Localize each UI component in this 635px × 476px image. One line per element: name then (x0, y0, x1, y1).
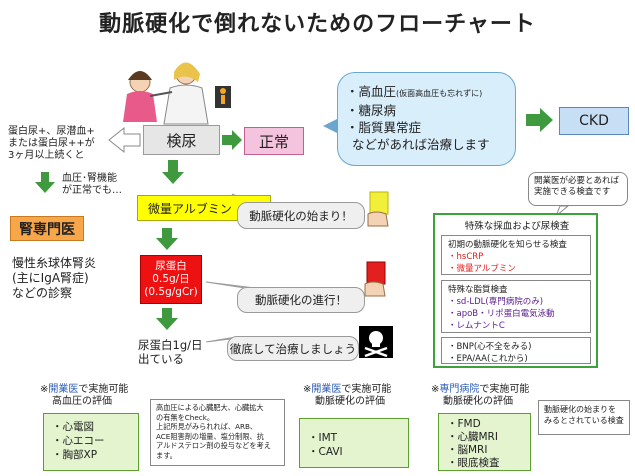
func-line-1: 血圧･腎機能 (62, 173, 117, 184)
doctor-patient-illustration (123, 62, 231, 126)
severe-proteinuria: 尿蛋白1g/日 出ている (138, 338, 203, 366)
note-line: ます。 (156, 450, 177, 460)
test-item: ・心エコー (52, 435, 105, 447)
func-line-2: が正常でも… (62, 185, 122, 196)
test-item: ・hsCRP (448, 252, 484, 262)
lipid-tests-box: 特殊な脂質検査 ・sd-LDL(専門病院のみ) ・apoB・リポ蛋白電気泳動 ・… (441, 280, 591, 333)
normal-function-note: 血圧･腎機能 が正常でも… (62, 173, 122, 197)
severe-line-2: 出ている (138, 352, 184, 366)
hdr-mark: ※ (303, 384, 312, 395)
yellow-card-icon (367, 191, 389, 227)
test-item: ・apoB・リポ蛋白電気泳動 (448, 309, 555, 319)
arterio-hospital-tests: ・FMD ・心臓MRI ・脳MRI ・眼底検査 (438, 413, 531, 471)
bubble-line-1: ・高血圧 (346, 84, 397, 99)
bubble-line-4: などがあれば治療します (352, 137, 490, 152)
hypertension-note: 高血圧による心臓肥大、心臓拡大 の有無をCheck。 上記所見がみられれば、AR… (150, 399, 285, 466)
section-hypertension-header: ※開業医で実施可能 高血圧の評価 (40, 384, 128, 408)
criteria-line-1: 蛋白尿+、尿潜血+ (8, 126, 95, 137)
section-arterio-hospital-header: ※専門病院で実施可能 動脈硬化の評価 (431, 384, 529, 408)
callout-progress: 動脈硬化の進行！ (237, 287, 365, 313)
other-tests-box: ・BNP(心不全をみる) ・EPA/AA(これから) (441, 337, 591, 364)
hdr-eval: 動脈硬化の評価 (443, 396, 513, 407)
test-item: ・眼底検査 (447, 457, 500, 469)
hdr-available: で実施可能 (341, 384, 392, 395)
note-line: ACE阻害剤の増量、塩分制限、抗 (156, 431, 264, 441)
note-line-2: 実施できる検査です (534, 187, 611, 197)
hdr-mark: ※ (431, 384, 440, 395)
page-title: 動脈硬化で倒れないためのフローチャート (99, 12, 536, 37)
test-item: ・胸部XP (52, 449, 98, 461)
protein-line-2: 0.5g/日 (152, 273, 190, 285)
section-arterio-clinic-header: ※開業医で実施可能 動脈硬化の評価 (303, 384, 391, 408)
hdr-mark: ※ (40, 384, 49, 395)
note-line: アルドステロン剤の投与などを考え (156, 441, 271, 450)
note-line: の有無をCheck。 (156, 412, 215, 422)
note-line-1: 開業医が必要とあれば (534, 176, 620, 186)
test-item: ・IMT (308, 432, 338, 444)
criteria-line-3: 3ヶ月以上続くと (8, 150, 85, 161)
arterio-clinic-tests: ・IMT ・CAVI (299, 418, 409, 468)
note-line: 上記所見がみられれば、ARB、 (156, 422, 258, 431)
hdr-available: で実施可能 (78, 384, 129, 395)
hdr-available: で実施可能 (479, 384, 530, 395)
test-item: ・心電図 (52, 421, 94, 433)
diag-line-1: 慢性糸球体腎炎 (12, 256, 97, 270)
hospital-test-note: 動脈硬化の始まりを みるとされている検査 (538, 400, 630, 435)
hdr-facility: 開業医 (311, 384, 342, 395)
ckd-box: CKD (559, 107, 629, 135)
note-line: 高血圧による心臓肥大、心臓拡大 (156, 403, 264, 412)
protein-line-1: 尿蛋白 (155, 260, 187, 272)
bubble-tail (323, 118, 339, 134)
protein-line-3: (0.5g/gCr) (144, 286, 198, 298)
callout-treat: 徹底して治療しましょう (227, 336, 359, 361)
urinalysis-box: 検尿 (143, 125, 220, 155)
bubble-line-1-note: (仮面高血圧も忘れずに) (396, 89, 483, 98)
early-tests-box: 初期の動脈硬化を知らせる検査 ・hsCRP ・微量アルブミン (441, 235, 591, 275)
bubble-line-2: ・糖尿病 (346, 103, 397, 118)
proteinuria-box: 尿蛋白 0.5g/日 (0.5g/gCr) (140, 255, 202, 304)
test-item: ・レムナントC (448, 321, 505, 331)
red-card-icon (364, 261, 386, 297)
diagnosis-text: 慢性糸球体腎炎 (主にIgA腎症) などの診察 (12, 256, 96, 301)
lipid-tests-title: 特殊な脂質検査 (448, 285, 508, 295)
note-line: 動脈硬化の始まりを (544, 405, 616, 414)
early-tests-title: 初期の動脈硬化を知らせる検査 (448, 240, 567, 250)
hdr-facility: 開業医 (48, 384, 79, 395)
skull-icon (359, 326, 393, 358)
bubble-line-3: ・脂質異常症 (346, 120, 422, 135)
left-hollow-arrow (108, 126, 141, 154)
callout-start: 動脈硬化の始まり！ (237, 202, 365, 229)
criteria-line-2: または蛋白尿++が (8, 138, 95, 149)
test-item: ・sd-LDL(専門病院のみ) (448, 297, 544, 307)
hdr-eval: 高血圧の評価 (52, 396, 112, 407)
normal-box: 正常 (244, 127, 304, 155)
hypertension-tests: ・心電図 ・心エコー ・胸部XP (43, 413, 139, 471)
hdr-eval: 動脈硬化の評価 (315, 396, 385, 407)
left-criteria: 蛋白尿+、尿潜血+ または蛋白尿++が 3ヶ月以上続くと (8, 126, 95, 162)
test-item: ・心臓MRI (447, 431, 498, 443)
test-item: ・微量アルブミン (448, 264, 516, 274)
clinic-test-note: 開業医が必要とあれば 実施できる検査です (528, 172, 628, 206)
severe-line-1: 尿蛋白1g/日 (138, 338, 203, 352)
test-item: ・EPA/AA(これから) (448, 354, 528, 364)
note-line: みるとされている検査 (544, 416, 624, 425)
test-item: ・FMD (447, 418, 481, 430)
test-item: ・BNP(心不全をみる) (448, 342, 532, 352)
flow-arrows (35, 108, 553, 330)
diag-line-2: (主にIgA腎症) (12, 271, 89, 285)
special-tests-title: 特殊な採血および尿検査 (462, 218, 572, 232)
test-item: ・CAVI (308, 446, 343, 458)
test-item: ・脳MRI (447, 444, 488, 456)
nephrologist-box: 腎専門医 (10, 216, 84, 241)
risk-factor-bubble: ・高血圧(仮面高血圧も忘れずに) ・糖尿病 ・脂質異常症 などがあれば治療します (337, 72, 516, 166)
hdr-facility: 専門病院 (439, 384, 480, 395)
diag-line-3: などの診察 (12, 286, 73, 300)
